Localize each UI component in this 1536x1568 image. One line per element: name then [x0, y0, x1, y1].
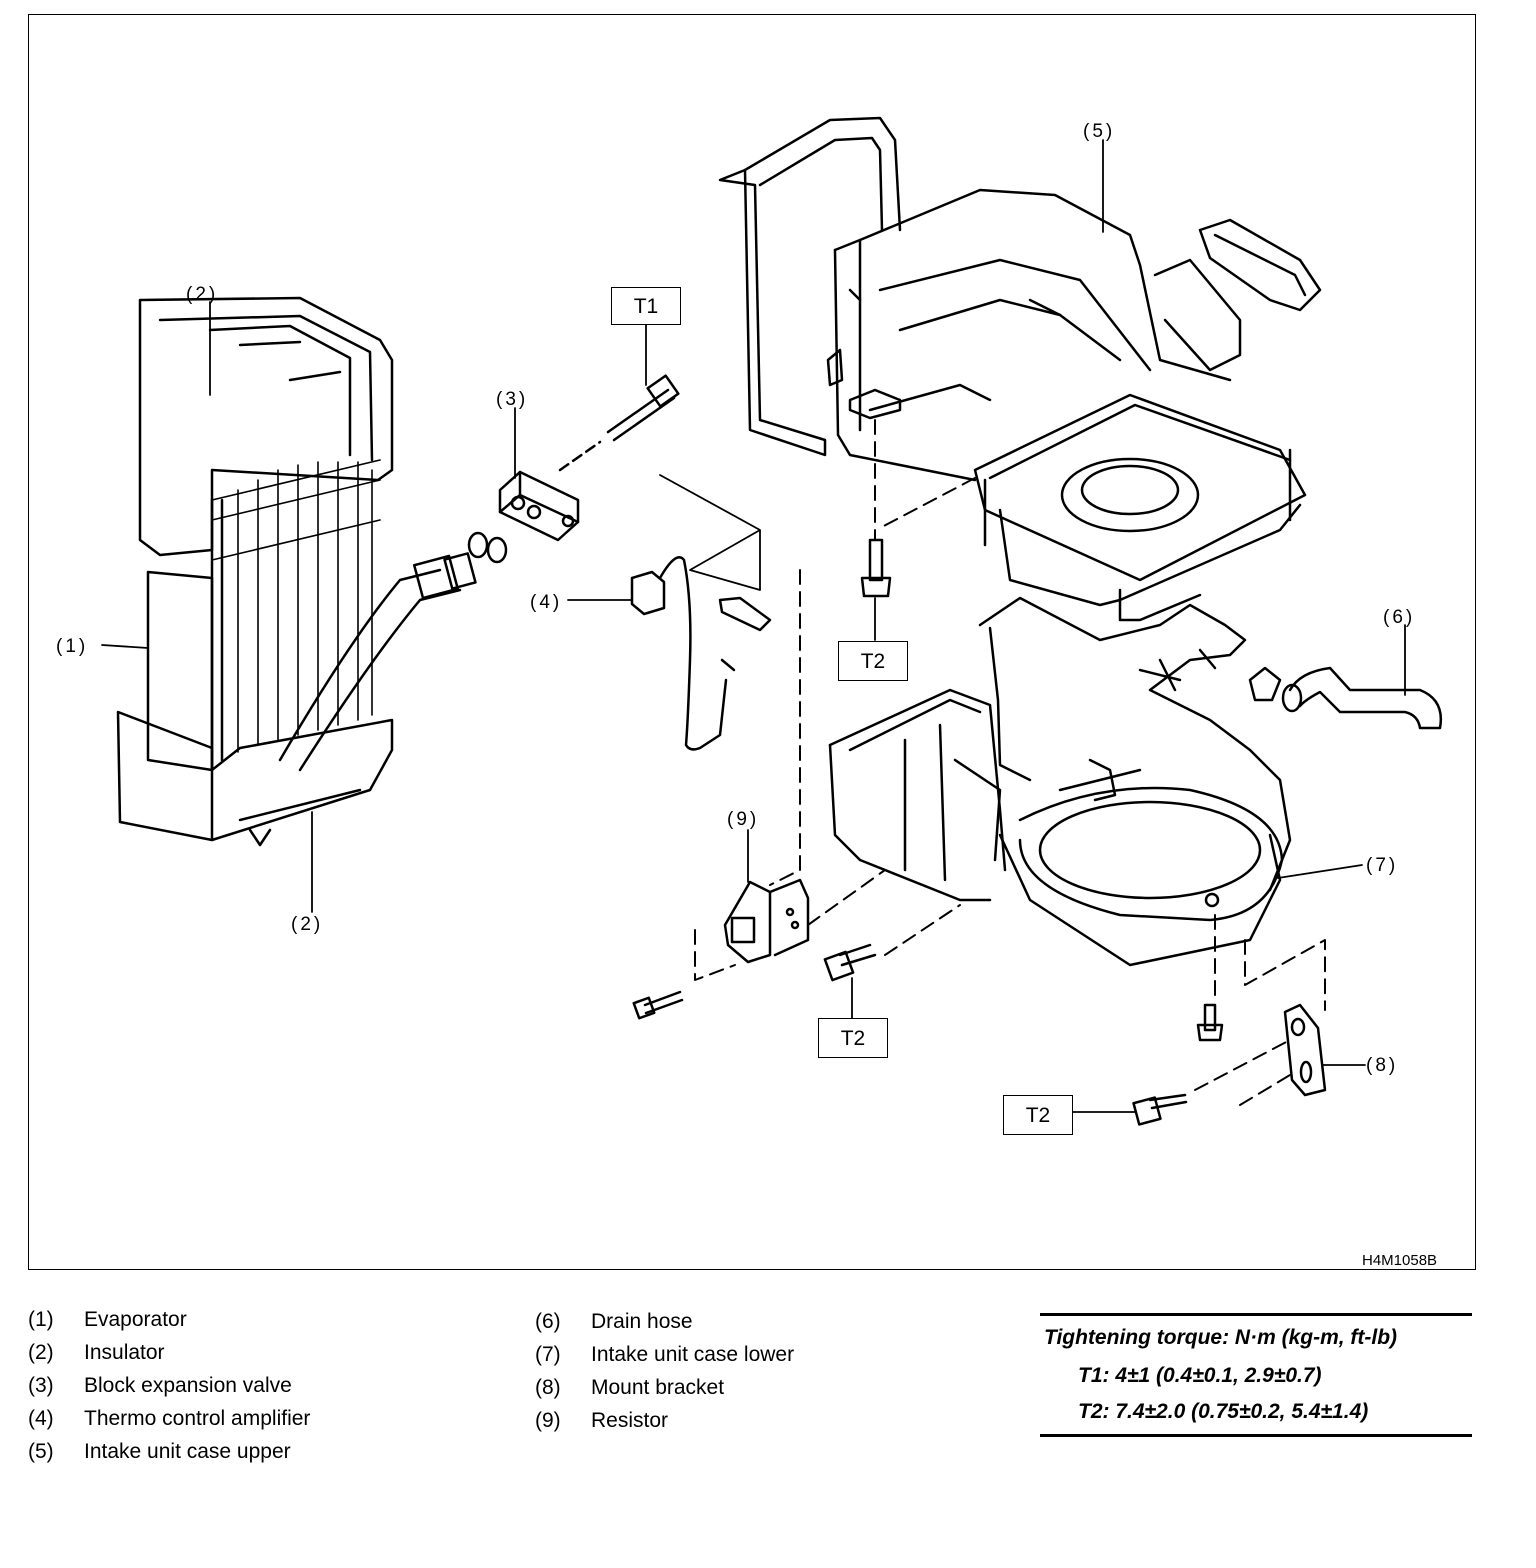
leader-lines [101, 139, 1406, 1113]
torque-spec: Tightening torque: N·m (kg-m, ft-lb) T1:… [1040, 1313, 1472, 1437]
torque-label-t2-bracket: T2 [1003, 1095, 1073, 1135]
legend-item: (1)Evaporator [28, 1308, 187, 1331]
drain-hose-drawing [1248, 666, 1443, 730]
callout-4: (4) [530, 592, 563, 613]
torque-label-t1: T1 [611, 287, 681, 325]
mount-bracket-drawing [1283, 1003, 1327, 1097]
torque-t2: T2: 7.4±2.0 (0.75±0.2, 5.4±1.4) [1078, 1400, 1369, 1423]
resistor-drawing [723, 878, 810, 964]
callout-1: (1) [56, 636, 89, 657]
figure-frame [28, 14, 1476, 1270]
callout-5: (5) [1083, 121, 1116, 142]
legend-item: (7)Intake unit case lower [535, 1343, 795, 1366]
bolts [632, 538, 1224, 1126]
legend-item: (4)Thermo control amplifier [28, 1407, 311, 1430]
torque-label-t2-lower: T2 [818, 1018, 888, 1058]
callout-9: (9) [727, 809, 760, 830]
exploded-diagram [101, 116, 1443, 1126]
callout-7: (7) [1366, 855, 1399, 876]
callout-6: (6) [1383, 607, 1416, 628]
torque-label-t2-upper: T2 [838, 641, 908, 681]
legend-item: (6)Drain hose [535, 1310, 693, 1333]
callout-2-top: (2) [186, 284, 219, 305]
thermo-amplifier-drawing [630, 474, 772, 751]
legend-item: (9)Resistor [535, 1409, 669, 1432]
intake-case-upper-drawing [718, 116, 1322, 622]
legend-item: (3)Block expansion valve [28, 1374, 292, 1397]
expansion-valve-drawing [498, 374, 680, 542]
callout-8: (8) [1366, 1055, 1399, 1076]
intake-case-lower-drawing [828, 596, 1292, 967]
callout-3: (3) [496, 389, 529, 410]
torque-t1: T1: 4±1 (0.4±0.1, 2.9±0.7) [1078, 1364, 1322, 1387]
callout-2-bottom: (2) [291, 914, 324, 935]
evaporator-drawing [116, 296, 508, 847]
figure-code: H4M1058B [1362, 1252, 1438, 1269]
torque-title: Tightening torque: N·m (kg-m, ft-lb) [1044, 1326, 1398, 1349]
legend-item: (2)Insulator [28, 1341, 165, 1364]
legend-item: (5)Intake unit case upper [28, 1440, 291, 1463]
guide-lines [694, 419, 1326, 1106]
legend-item: (8)Mount bracket [535, 1376, 725, 1399]
